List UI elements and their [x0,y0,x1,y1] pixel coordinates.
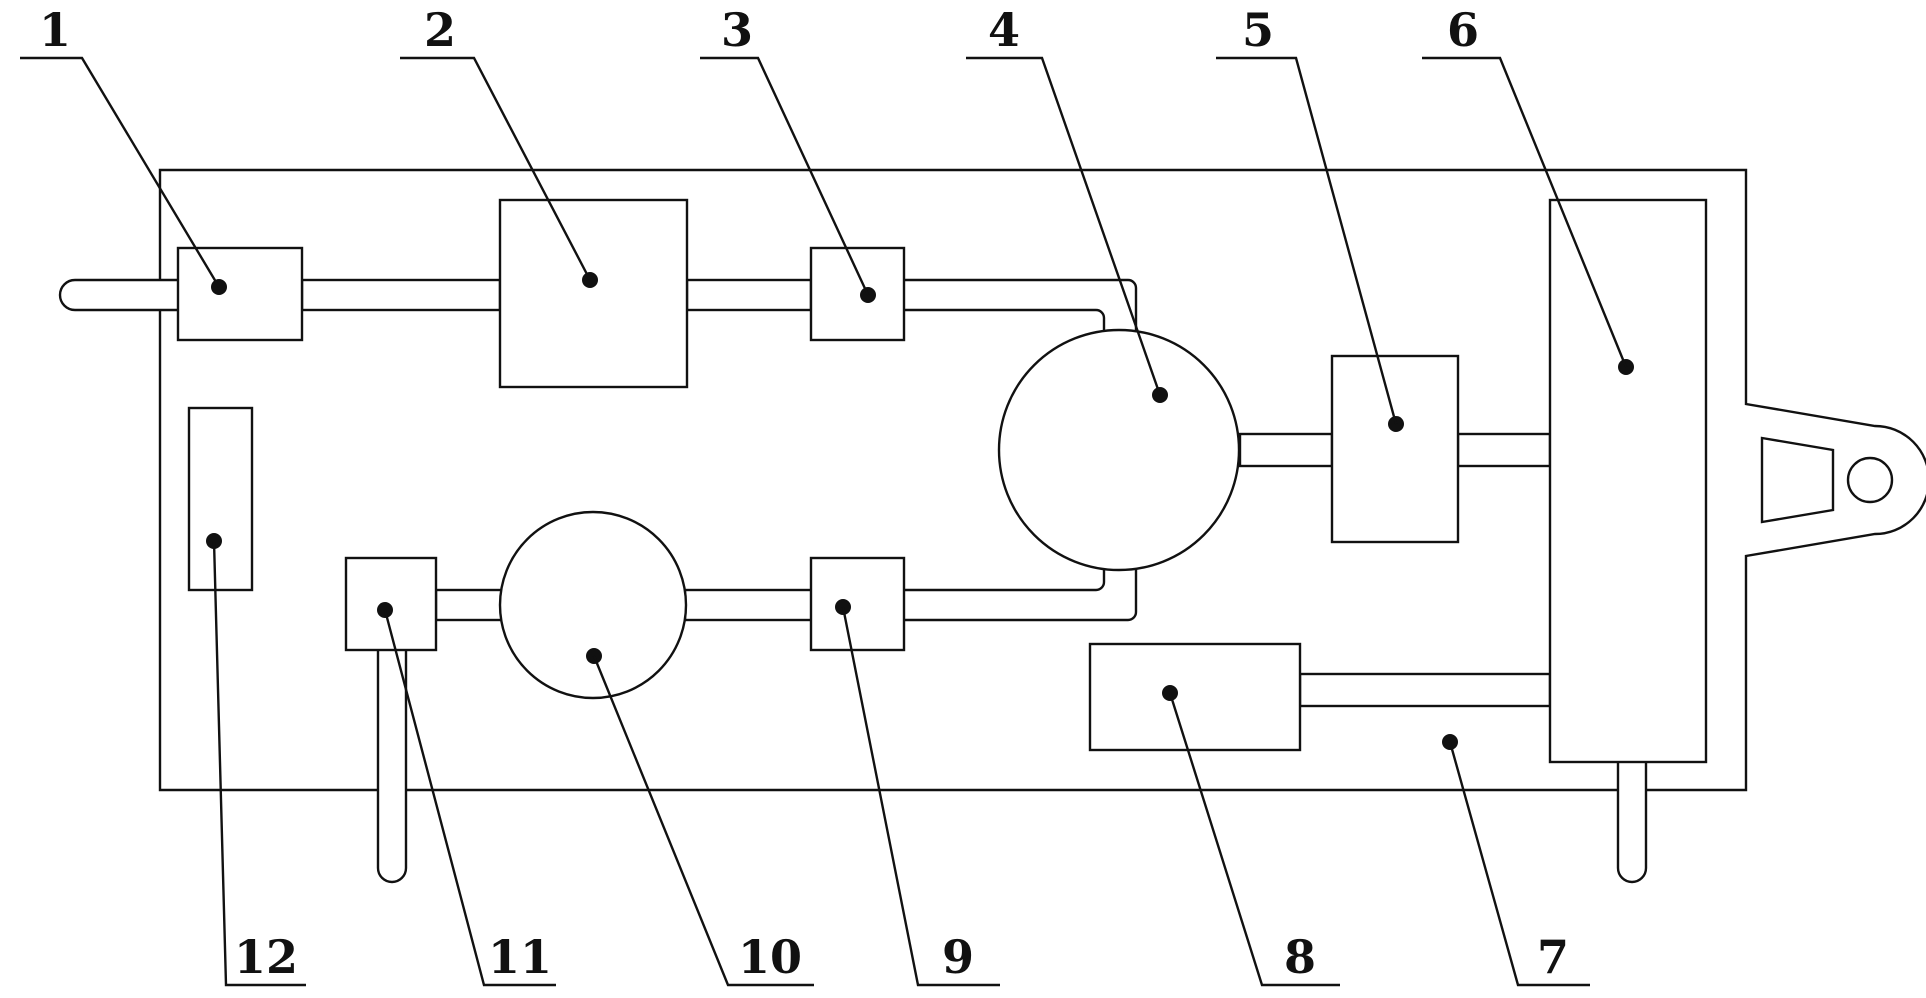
pipe-1-2 [300,278,502,312]
label-1: 1 [39,3,71,57]
leader-6 [1422,56,1628,368]
label-12: 12 [234,930,298,984]
label-2: 2 [424,3,456,57]
pipe-4-5 [1238,432,1334,468]
label-7: 7 [1537,930,1569,984]
lug-hole [1846,456,1894,504]
leader-1 [20,56,221,288]
leader-3 [700,56,870,296]
component-2-box [498,198,689,389]
component-4-circle [997,328,1241,572]
leader-2 [400,56,592,281]
label-11: 11 [488,930,552,984]
pipe-5-6 [1456,432,1552,468]
pipe-4-9 [904,560,1138,622]
label-10: 10 [738,930,802,984]
lug-wedge [1760,436,1835,524]
label-3: 3 [721,3,753,57]
component-6-box [1548,198,1708,764]
pipe-3-4-inner [904,308,1106,340]
pipe-4-9-inner [904,560,1106,592]
housing-outline [158,168,1926,792]
drain-pipe-11 [376,650,408,884]
label-8: 8 [1284,930,1316,984]
pipe-8-6 [1298,672,1552,708]
label-6: 6 [1447,3,1479,57]
pipe-11-10 [434,588,504,622]
leader-12 [212,540,306,987]
component-1-box [176,246,304,342]
component-9-box [809,556,906,652]
leader-9 [841,606,1000,987]
component-10-circle [498,510,688,700]
leader-4 [966,56,1162,396]
label-5: 5 [1242,3,1274,57]
inlet-pipe-stub [58,278,178,312]
component-5-box [1330,354,1460,544]
label-4: 4 [988,3,1020,57]
leader-11 [383,609,556,987]
pipe-2-3 [685,278,813,312]
component-3-box [809,246,906,342]
leader-8 [1168,692,1340,987]
leader-7 [1448,741,1590,987]
drain-pipe-6 [1616,762,1648,884]
component-8-box [1088,642,1302,752]
label-9: 9 [942,930,974,984]
pipe-10-9 [683,588,817,622]
pipe-3-4 [904,278,1138,340]
leader-5 [1216,56,1398,425]
leader-10 [592,655,814,987]
component-12-box [187,406,254,592]
